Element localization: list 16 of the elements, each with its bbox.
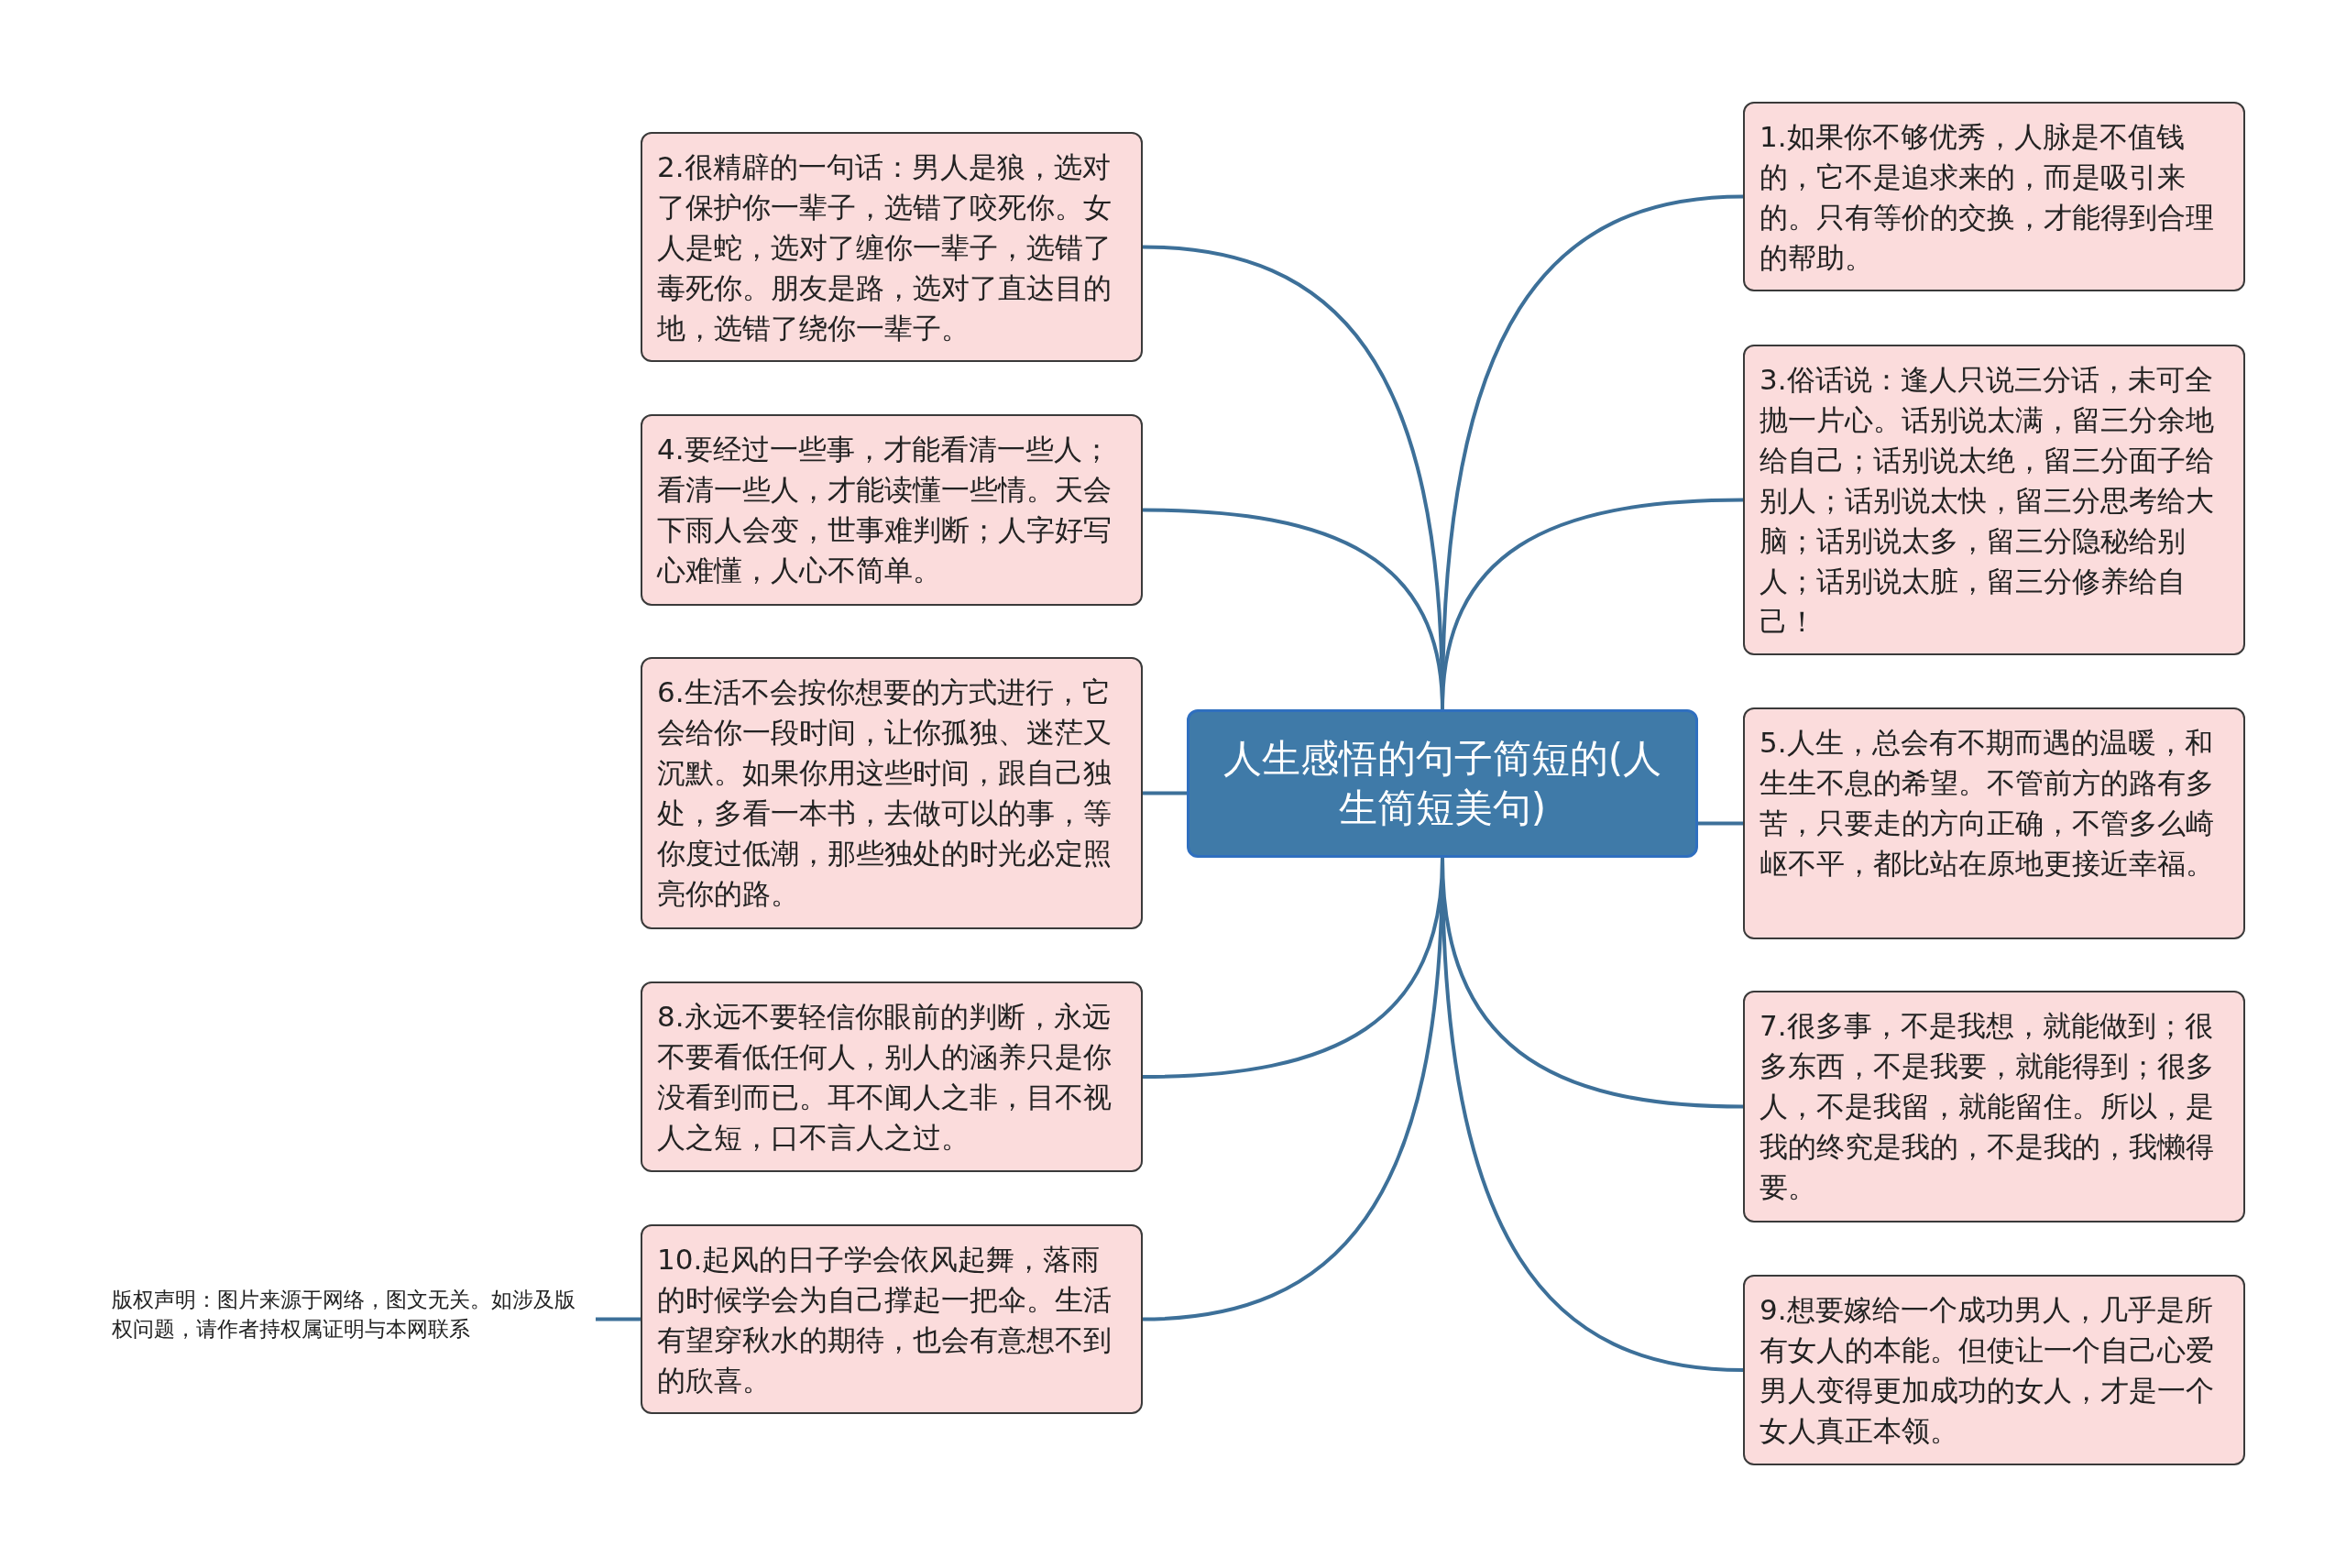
connector (596, 1317, 641, 1321)
copyright-notice: 版权声明：图片来源于网络，图文无关。如涉及版权问题，请作者持权属证明与本网联系 (112, 1285, 596, 1343)
topic-box: 2.很精辟的一句话：男人是狼，选对了保护你一辈子，选错了咬死你。女人是蛇，选对了缠你一辈子，选错了毒死你。朋友是路，选对了直达目的地，选错了绕你一辈子。 (641, 132, 1143, 362)
connector (1698, 821, 1743, 826)
topic-box: 4.要经过一些事，才能看清一些人；看清一些人，才能读懂一些情。天会下雨人会变，世事难判断；人字好写心难懂，人心不简单。 (641, 414, 1143, 606)
topic-box: 1.如果你不够优秀，人脉是不值钱的，它不是追求来的，而是吸引来的。只有等价的交换，才能得到合理的帮助。 (1743, 102, 2245, 291)
central-topic-box: 人生感悟的句子简短的(人生简短美句) (1187, 709, 1698, 858)
topic-box: 10.起风的日子学会依风起舞，落雨的时候学会为自己撑起一把伞。生活有望穿秋水的期待，也会有意想不到的欣喜。 (641, 1224, 1143, 1414)
topic-box: 9.想要嫁给一个成功男人，几乎是所有女人的本能。但使让一个自己心爱男人变得更加成功的女人，才是一个女人真正本领。 (1743, 1275, 2245, 1465)
connector (1143, 791, 1187, 795)
topic-box: 7.很多事，不是我想，就能做到；很多东西，不是我要，就能得到；很多人，不是我留，就能留住。所以，是我的终究是我的，不是我的，我懒得要。 (1743, 991, 2245, 1223)
topic-box: 5.人生，总会有不期而遇的温暖，和生生不息的希望。不管前方的路有多苦，只要走的方向正确，不管多么崎岖不平，都比站在原地更接近幸福。 (1743, 707, 2245, 939)
topic-box: 3.俗话说：逢人只说三分话，未可全抛一片心。话别说太满，留三分余地给自己；话别说太绝，留三分面子给别人；话别说太快，留三分思考给大脑；话别说太多，留三分隐秘给别人；话别说太脏，留三分修养给自己！ (1743, 345, 2245, 655)
topic-box: 8.永远不要轻信你眼前的判断，永远不要看低任何人，别人的涵养只是你没看到而已。耳不闻人之非，目不视人之短，口不言人之过。 (641, 981, 1143, 1172)
topic-box: 6.生活不会按你想要的方式进行，它会给你一段时间，让你孤独、迷茫又沉默。如果你用这些时间，跟自己独处，多看一本书，去做可以的事，等你度过低潮，那些独处的时光必定照亮你的路。 (641, 657, 1143, 929)
connector (1142, 508, 1444, 710)
